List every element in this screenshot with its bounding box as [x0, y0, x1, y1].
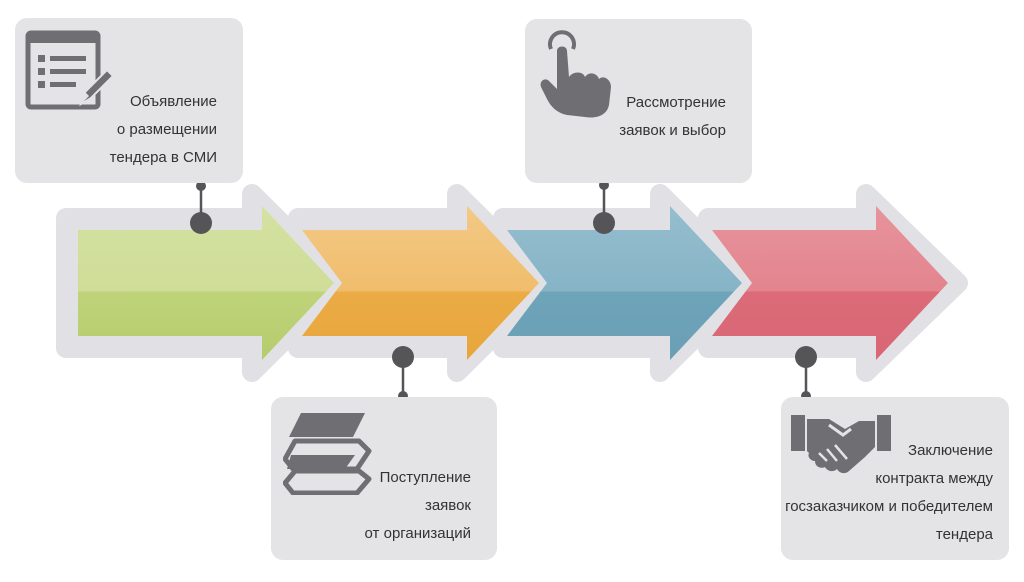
arrow-step-1: [78, 206, 334, 360]
step-4-text: Заключение контракта между госзаказчиком…: [785, 442, 993, 543]
connector-step-4: [795, 346, 817, 401]
connector-step-3: [593, 180, 615, 234]
step-1-text: Объявление о размещении тендера в СМИ: [109, 93, 217, 166]
step-card-1: Объявление о размещении тендера в СМИ: [15, 18, 243, 183]
arrow-step-4: [712, 206, 948, 360]
step-card-2: Поступление заявок от организаций: [271, 397, 497, 560]
connector-step-2: [392, 346, 414, 401]
handshake-icon: [791, 415, 891, 474]
step-card-3: Рассмотрение заявок и выбор: [525, 19, 752, 183]
stacked-layers-icon: [283, 413, 372, 495]
connector-step-1: [190, 181, 212, 234]
step-card-4: Заключение контракта между госзаказчиком…: [781, 397, 1009, 560]
pointing-hand-icon: [540, 30, 611, 118]
arrow-step-2: [302, 206, 539, 360]
document-edit-icon: [25, 30, 115, 110]
arrow-step-3: [507, 206, 742, 360]
step-2-text: Поступление заявок от организаций: [364, 469, 471, 542]
step-3-text: Рассмотрение заявок и выбор: [619, 94, 726, 139]
